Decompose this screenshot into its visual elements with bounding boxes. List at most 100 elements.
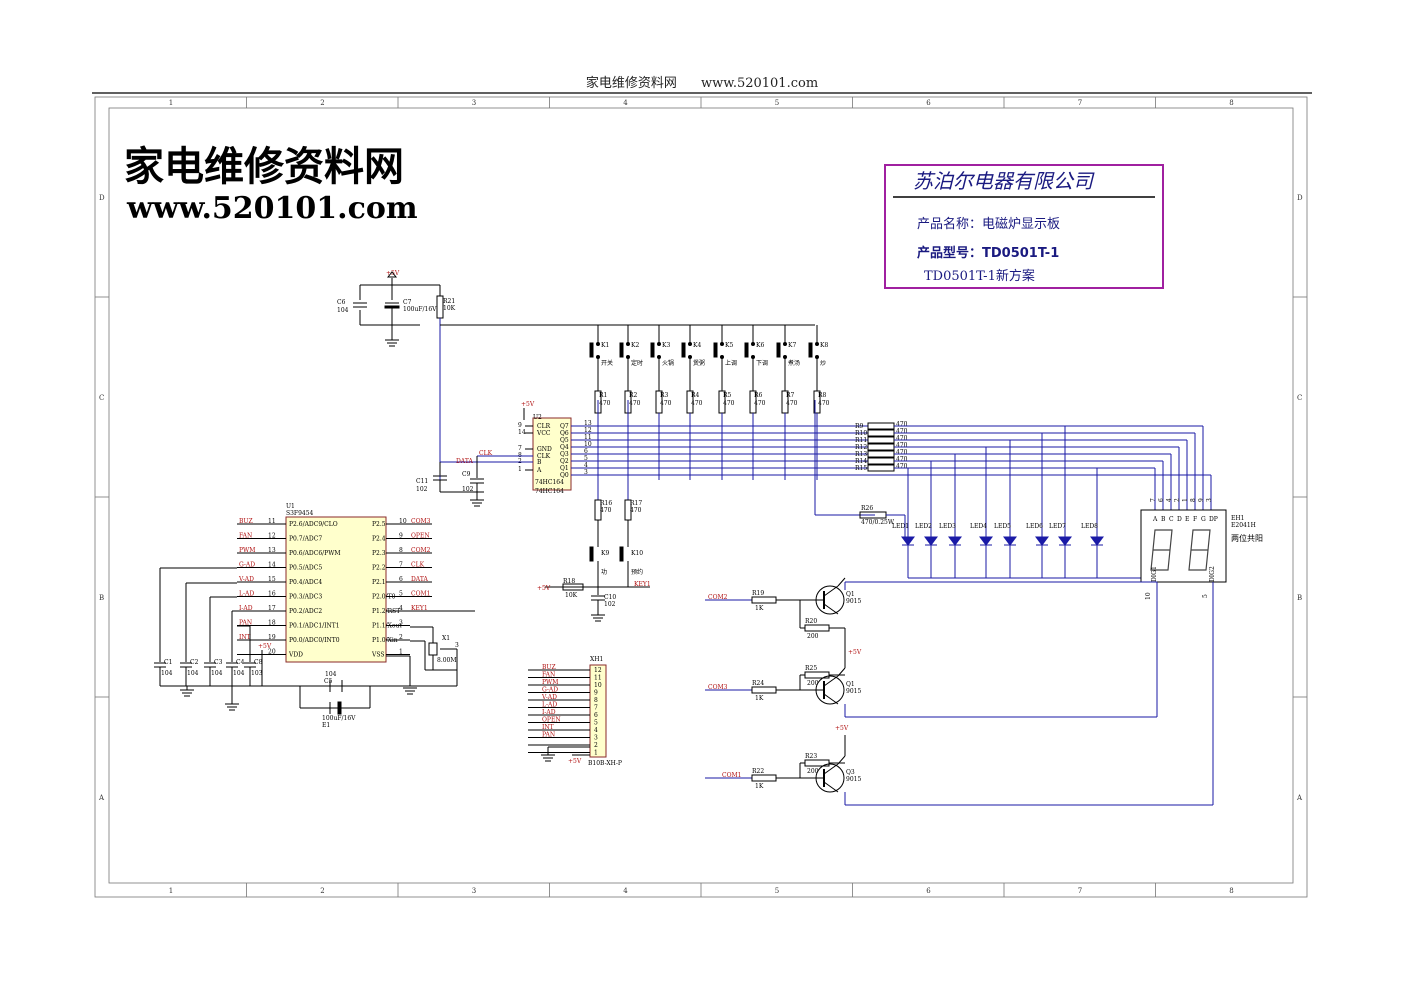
cap-name: C4 <box>236 659 245 666</box>
x1-value: 8.00M <box>437 657 457 664</box>
u2-pin-name: B <box>537 459 542 466</box>
transistor-emitter <box>823 763 839 775</box>
key-name: K7 <box>788 342 796 349</box>
mcu-left-pin-num: 16 <box>268 591 276 598</box>
base-res-value: 1K <box>755 605 764 612</box>
led-label: LED8 <box>1081 523 1098 530</box>
mcu-left-net: BUZ <box>239 518 253 525</box>
connector-pin-num: 12 <box>594 667 602 674</box>
key-func: 下调 <box>756 359 768 367</box>
mcu-right-pin-name: VSS <box>371 652 384 659</box>
emitter-wire <box>837 667 846 677</box>
u2-pin-num: 1 <box>518 466 522 473</box>
mcu-left-pin-name: P0.2/ADC2 <box>289 608 322 615</box>
u2-out-num: 5 <box>584 455 588 462</box>
key-resistor-name: R2 <box>629 392 638 399</box>
r26-name: R26 <box>861 505 873 512</box>
key-resistor-name: R5 <box>723 392 732 399</box>
switch-k5 <box>713 342 718 358</box>
cap-value: 104 <box>233 670 245 677</box>
pull-res-name: R25 <box>805 665 817 672</box>
transistor-emitter <box>823 585 839 597</box>
seg-resistor-value: 470 <box>896 428 908 435</box>
vcc-label-conn: +5V <box>568 758 582 765</box>
seg-resistor-name: R12 <box>855 444 867 451</box>
switch-k10[interactable] <box>619 546 624 562</box>
key-resistor-value: 470 <box>599 400 611 407</box>
seg-resistor-name: R15 <box>855 465 867 472</box>
key-name: K8 <box>820 342 828 349</box>
segment-label: A <box>1152 516 1158 523</box>
u2-part-2: 74HC164 <box>535 488 564 495</box>
mcu-right-pin-num: 5 <box>399 591 403 598</box>
u2-out-name: Q3 <box>560 451 569 458</box>
switch-contact <box>751 342 755 346</box>
pull-res-name: R23 <box>805 753 817 760</box>
connector-pin-num: 11 <box>594 675 602 682</box>
c7-value: 100uF/16V <box>403 306 437 313</box>
u2-out-num: 6 <box>584 448 588 455</box>
emitter-wire <box>837 755 846 765</box>
dig2-pin: 5 <box>1202 594 1209 598</box>
connector-net: INT <box>542 724 554 731</box>
mcu-right-pin-name: P1.1/Xout <box>372 623 402 630</box>
mcu-right-net: COM1 <box>411 591 430 598</box>
segment-label: F <box>1193 516 1197 523</box>
cap-name: C3 <box>214 659 223 666</box>
segment-pin: 4 <box>1166 498 1173 502</box>
frame-col-top-5: 5 <box>775 99 779 107</box>
r17-value: 470 <box>630 507 642 514</box>
mcu-right-pin-name: P2.4 <box>372 536 386 543</box>
display-part: E2041H <box>1231 522 1256 529</box>
seg-resistor-value: 470 <box>896 449 908 456</box>
cap-value: 104 <box>161 670 173 677</box>
r17-name: R17 <box>630 500 642 507</box>
mcu-left-net: I-AD <box>239 605 253 612</box>
ground-icon-mcu <box>403 687 417 695</box>
r21-value: 10K <box>443 305 456 312</box>
segment-label: DP <box>1209 516 1218 523</box>
product-model: 产品型号：TD0501T-1 <box>917 245 1059 261</box>
c5-value: 104 <box>325 671 337 678</box>
key-func: 炒 <box>820 360 826 367</box>
connector-pin-num: 8 <box>594 697 598 704</box>
mcu-left-pin-name: P0.5/ADC5 <box>289 565 322 572</box>
u2-out-name: Q1 <box>560 465 569 472</box>
transistor-ref: Q1 <box>846 681 855 688</box>
connector-net: PAN <box>542 732 555 739</box>
u2-pin-name: A <box>536 467 542 474</box>
seg-resistor-name: R11 <box>855 437 867 444</box>
header-site-name: 家电维修资料网 <box>585 76 677 91</box>
led-label: LED7 <box>1049 523 1066 530</box>
page-header: 家电维修资料网 www.520101.com <box>0 72 1404 91</box>
mcu-right-pin-name: P1.2/RST <box>372 608 400 615</box>
supply-section: +5V C6 104 C7 100uF/16V R21 10K <box>337 270 815 485</box>
connector-pin-num: 7 <box>594 705 598 712</box>
c11-value: 102 <box>416 486 428 493</box>
transistor-part: 9015 <box>846 776 861 783</box>
resistor-r19 <box>751 596 777 604</box>
connector-net: BUZ <box>542 664 556 671</box>
c9-value: 102 <box>462 486 474 493</box>
seg-resistor-value: 470 <box>896 435 908 442</box>
connector-pin-num: 5 <box>594 720 598 727</box>
c6-value: 104 <box>337 307 349 314</box>
key-name: K2 <box>631 342 639 349</box>
seg-resistor-value: 470 <box>896 463 908 470</box>
mcu-left-pin-name: P0.1/ADC1/INT1 <box>289 623 340 630</box>
mcu-left-net: L-AD <box>239 591 254 598</box>
c10-value: 102 <box>604 601 616 608</box>
segment-label: B <box>1161 516 1166 523</box>
mcu-left-pin-name: P0.7/ADC7 <box>289 536 322 543</box>
mcu-left-net: G-AD <box>239 562 255 569</box>
shift-register-74hc164: +5V U2 74HC164 74HC164 CLR9VCC14GND7CLK8… <box>416 401 598 507</box>
dig2-label: DIG2 <box>1209 566 1216 582</box>
switch-k9[interactable] <box>589 546 594 562</box>
key-resistor-value: 470 <box>691 400 703 407</box>
frame-col-top-2: 2 <box>320 99 324 107</box>
resistor-r11 <box>867 436 895 444</box>
mcu-right-pin-num: 10 <box>399 518 407 525</box>
mcu-right-pin-num: 9 <box>399 533 403 540</box>
